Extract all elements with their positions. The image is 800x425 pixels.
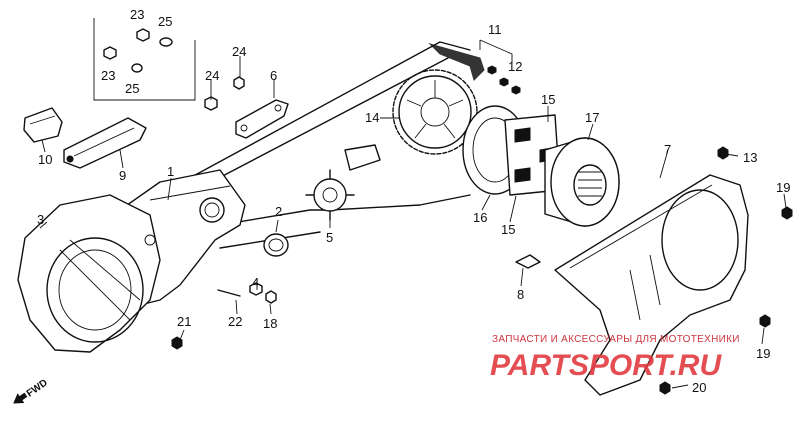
watermark-brand: PARTSPORT.RU — [490, 349, 722, 382]
label-part-20: 20 — [692, 380, 706, 395]
part-8-clip — [515, 254, 541, 269]
part-20-bolt — [659, 381, 671, 395]
label-part-2: 2 — [275, 204, 282, 219]
label-part-17: 17 — [585, 110, 599, 125]
part-5-sprocket — [305, 144, 381, 221]
label-part-10: 10 — [38, 152, 52, 167]
label-part-24-upper: 24 — [232, 44, 246, 59]
label-part-5: 5 — [326, 230, 333, 245]
label-part-3: 3 — [37, 212, 44, 227]
label-part-6: 6 — [270, 68, 277, 83]
label-part-24-lower: 24 — [205, 68, 219, 83]
label-part-1: 1 — [167, 164, 174, 179]
part-21-bolt — [171, 336, 183, 350]
label-part-12: 12 — [508, 59, 522, 74]
part-22-bolt — [217, 289, 241, 297]
part-7-chain-guard — [554, 174, 749, 396]
leader-lines — [39, 56, 787, 389]
part-6-plate — [235, 99, 289, 139]
part-19-bolt-lower — [759, 314, 771, 328]
part-10-pad — [23, 107, 63, 143]
label-part-22: 22 — [228, 314, 242, 329]
label-part-23-upper: 23 — [130, 7, 144, 22]
part-17-wheel-hub — [544, 137, 620, 227]
part-9-bracket — [63, 117, 147, 169]
label-part-4: 4 — [252, 275, 259, 290]
nut-24-upper — [233, 76, 245, 90]
label-part-21: 21 — [177, 314, 191, 329]
label-part-25-upper: 25 — [158, 14, 172, 29]
hardware-inset — [93, 18, 196, 101]
part-18-nut — [265, 290, 277, 304]
label-part-8: 8 — [517, 287, 524, 302]
label-part-19-lower: 19 — [756, 346, 770, 361]
label-part-23-lower: 23 — [101, 68, 115, 83]
label-part-16: 16 — [473, 210, 487, 225]
part-3-cover — [17, 194, 161, 353]
label-part-14: 14 — [365, 110, 379, 125]
part-14-rear-sprocket — [392, 69, 478, 155]
label-part-15-lower: 15 — [501, 222, 515, 237]
watermark: ЗАПЧАСТИ И АКСЕССУАРЫ ДЛЯ МОТОТЕХНИКИ PA… — [490, 334, 740, 382]
label-part-25-lower: 25 — [125, 81, 139, 96]
label-part-13: 13 — [743, 150, 757, 165]
part-12-bolts — [479, 39, 521, 95]
part-19-bolt-upper — [781, 206, 793, 220]
part-number-labels: 1 2 3 4 5 6 7 8 9 10 11 12 13 14 15 15 1… — [37, 7, 790, 395]
watermark-caption: ЗАПЧАСТИ И АКСЕССУАРЫ ДЛЯ МОТОТЕХНИКИ — [492, 334, 740, 345]
label-part-18: 18 — [263, 316, 277, 331]
label-part-15-upper: 15 — [541, 92, 555, 107]
label-part-9: 9 — [119, 168, 126, 183]
fwd-label: FWD — [25, 377, 50, 399]
label-part-19-upper: 19 — [776, 180, 790, 195]
fwd-arrow: FWD — [13, 377, 50, 404]
part-4-washer — [249, 282, 263, 296]
label-part-7: 7 — [664, 142, 671, 157]
part-13-bolt — [717, 146, 729, 160]
part-2-cap — [263, 233, 289, 257]
label-part-11: 11 — [488, 22, 502, 37]
